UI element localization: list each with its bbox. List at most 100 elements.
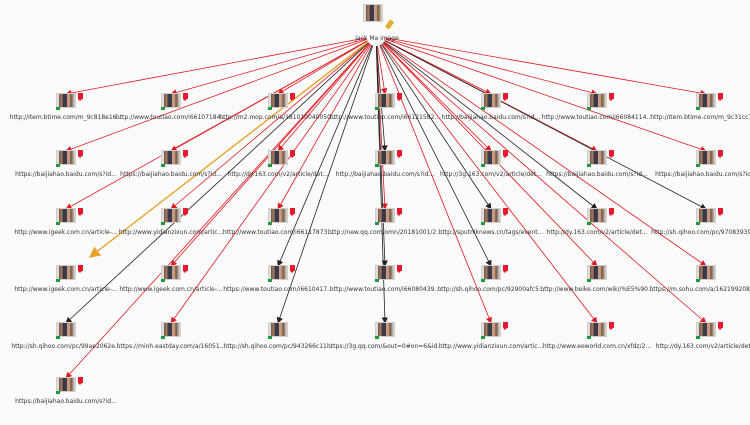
- url-node[interactable]: https://baijiahao.baidu.com/s?id...: [646, 150, 750, 186]
- edge-line: [383, 42, 707, 324]
- bookmark-icon: [397, 208, 402, 216]
- url-node[interactable]: http://www.yidianzixun.com/artic...: [431, 322, 551, 358]
- url-node[interactable]: http://www.igeek.com.cn/article-...: [111, 265, 231, 301]
- url-node[interactable]: http://www.igeek.com.cn/article-...: [6, 208, 126, 244]
- image-thumbnail: [481, 93, 501, 108]
- url-node[interactable]: https://baijiahao.baidu.com/s?id...: [6, 150, 126, 186]
- url-node[interactable]: http://dy.163.com/v2/article/det...: [646, 322, 750, 358]
- bookmark-icon: [397, 150, 402, 158]
- url-node[interactable]: http://m2.mop.com/a/181010040050...: [218, 93, 338, 129]
- url-node[interactable]: https://m.sohu.com/a/162199208_9...: [646, 265, 750, 301]
- url-node[interactable]: https://3g.qq.com/&out=0#on=6&id...: [325, 322, 445, 358]
- image-thumbnail: [696, 93, 716, 108]
- root-node[interactable]: Jack Ma image: [353, 4, 401, 44]
- image-thumbnail: [56, 208, 76, 223]
- url-node[interactable]: http://item.btime.com/m_9c31cc71...: [646, 93, 750, 129]
- edge-line: [65, 43, 370, 379]
- url-node[interactable]: http://dy.163.com/v2/article/det...: [537, 208, 657, 244]
- url-node[interactable]: http://sh.qihoo.com/pc/943266c11...: [218, 322, 338, 358]
- url-node[interactable]: http://www.toutiao.com/i66107184...: [111, 93, 231, 129]
- image-thumbnail: [161, 322, 181, 337]
- image-thumbnail: [375, 93, 395, 108]
- bookmark-icon: [78, 208, 83, 216]
- bookmark-icon: [183, 208, 188, 216]
- node-url-label: http://www.toutiao.com/i66117873...: [222, 229, 334, 236]
- url-node[interactable]: https://minh.eastday.com/a/16051...: [111, 322, 231, 358]
- url-node[interactable]: http://www.yidianzixun.com/artic...: [111, 208, 231, 244]
- url-node[interactable]: http://sh.qihoo.com/pc/99ae2062e...: [6, 322, 126, 358]
- node-url-label: http://baijiahao.baidu.com/s?id...: [441, 114, 541, 121]
- bookmark-icon: [503, 150, 508, 158]
- node-url-label: https://baijiahao.baidu.com/s?id...: [120, 171, 222, 178]
- url-node[interactable]: http://baijiahao.baidu.com/s?id...: [325, 150, 445, 186]
- url-node[interactable]: http://www.toutiao.com/i66121582...: [325, 93, 445, 129]
- image-thumbnail: [481, 208, 501, 223]
- url-node[interactable]: http://www.igeek.com.cn/article-...: [6, 265, 126, 301]
- status-dot: [56, 164, 60, 167]
- bookmark-icon: [397, 265, 402, 273]
- url-node[interactable]: http://new.qq.com/omn/20181001/2...: [325, 208, 445, 244]
- status-dot: [268, 336, 272, 339]
- bookmark-icon: [503, 265, 508, 273]
- url-node[interactable]: http://sh.qihoo.com/pc/970839396...: [646, 208, 750, 244]
- node-url-label: https://m.sohu.com/a/162199208_9...: [649, 286, 750, 293]
- url-node[interactable]: http://www.toutiao.com/i66080439...: [325, 265, 445, 301]
- url-node[interactable]: http://www.toutiao.com/i66117873...: [218, 208, 338, 244]
- url-node[interactable]: https://www.toutiao.com/i6610417...: [218, 265, 338, 301]
- image-thumbnail: [268, 208, 288, 223]
- edge-line: [88, 41, 369, 258]
- node-url-label: http://new.qq.com/omn/20181001/2...: [328, 229, 442, 236]
- status-dot: [268, 164, 272, 167]
- node-url-label: https://baijiahao.baidu.com/s?id...: [546, 171, 648, 178]
- bookmark-icon: [183, 265, 188, 273]
- bookmark-icon: [290, 265, 295, 273]
- bookmark-icon: [718, 322, 723, 330]
- edge-line: [170, 43, 371, 324]
- image-thumbnail: [268, 265, 288, 280]
- status-dot: [696, 222, 700, 225]
- image-thumbnail: [587, 150, 607, 165]
- edge-line: [376, 45, 388, 210]
- status-dot: [268, 107, 272, 110]
- url-node[interactable]: http://www.eeworld.com.cn/xfdz/2...: [537, 322, 657, 358]
- node-url-label: http://www.toutiao.com/i66121582...: [329, 114, 441, 121]
- url-node[interactable]: http://www.beike.com/wiki/%E5%90...: [537, 265, 657, 301]
- image-thumbnail: [161, 208, 181, 223]
- url-node[interactable]: http://baijiahao.baidu.com/s?id...: [431, 93, 551, 129]
- node-url-label: http://dy.163.com/v2/article/det...: [655, 343, 750, 350]
- status-dot: [268, 222, 272, 225]
- status-dot: [56, 391, 60, 394]
- edge-line: [65, 40, 368, 210]
- image-thumbnail: [375, 322, 395, 337]
- bookmark-icon: [183, 150, 188, 158]
- url-node[interactable]: http://sputniknews.cn/tags/event...: [431, 208, 551, 244]
- edge-line: [170, 38, 367, 96]
- image-thumbnail: [696, 150, 716, 165]
- status-dot: [56, 222, 60, 225]
- edge-line: [385, 38, 598, 96]
- url-node[interactable]: https://baijiahao.baidu.com/s?id...: [111, 150, 231, 186]
- image-thumbnail: [268, 322, 288, 337]
- url-node[interactable]: https://baijiahao.baidu.com/s?id...: [6, 377, 126, 413]
- image-thumbnail: [56, 322, 76, 337]
- edge-line: [381, 43, 598, 324]
- status-dot: [481, 222, 485, 225]
- url-node[interactable]: http://3g.163.com/v2/article/det...: [431, 150, 551, 186]
- bookmark-icon: [718, 150, 723, 158]
- url-node[interactable]: https://baijiahao.baidu.com/s?id...: [537, 150, 657, 186]
- node-url-label: http://dy.163.com/v2/article/det...: [546, 229, 648, 236]
- image-thumbnail: [56, 377, 76, 392]
- url-node[interactable]: http://www.toutiao.com/i66084114...: [537, 93, 657, 129]
- image-thumbnail: [375, 150, 395, 165]
- edge-line: [380, 44, 492, 267]
- url-node[interactable]: http://sh.qihoo.com/pc/92900afc5...: [431, 265, 551, 301]
- image-thumbnail: [587, 265, 607, 280]
- url-node[interactable]: http://item.btime.com/m_9c818e16...: [6, 93, 126, 129]
- edge-line: [381, 44, 492, 210]
- status-dot: [268, 279, 272, 282]
- node-url-label: http://www.eeworld.com.cn/xfdz/2...: [542, 343, 652, 350]
- image-thumbnail: [56, 150, 76, 165]
- url-node[interactable]: http://dy.163.com/v2/article/det...: [218, 150, 338, 186]
- status-dot: [481, 107, 485, 110]
- edge-line: [379, 45, 492, 324]
